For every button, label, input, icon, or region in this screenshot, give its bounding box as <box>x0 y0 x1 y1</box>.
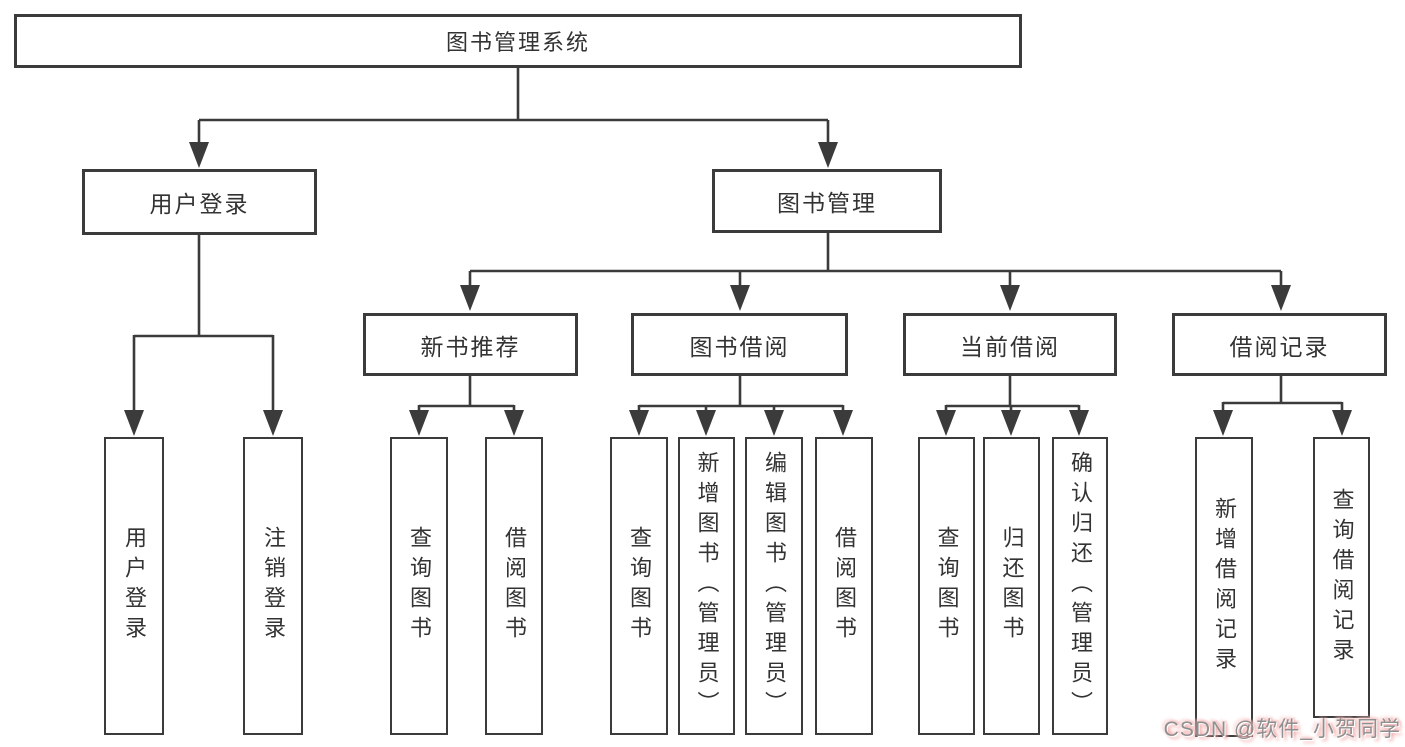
node-book-borrow-label: 图书借阅 <box>689 333 790 360</box>
leaf-borrow-query-book-label: 查询图书 <box>627 526 652 646</box>
node-user-login-label: 用户登录 <box>149 191 250 217</box>
node-book-mgmt: 图书管理 <box>712 169 942 233</box>
leaf-query-borrow-record: 查询借阅记录 <box>1313 437 1370 718</box>
arrowheads <box>124 142 1352 436</box>
connector-borrow-records <box>1221 376 1344 411</box>
connector-new-book-rec <box>417 376 516 412</box>
connector-current-borrow <box>944 376 1081 412</box>
connector-book-borrow <box>637 376 845 412</box>
leaf-borrow-book-label: 借阅图书 <box>832 526 857 646</box>
leaf-add-book-admin: 新增图书（管理员） <box>678 437 735 735</box>
leaf-confirm-return-admin: 确认归还（管理员） <box>1052 437 1108 735</box>
leaf-logout-label: 注销登录 <box>261 526 286 646</box>
leaf-rec-borrow-book: 借阅图书 <box>485 437 543 735</box>
leaf-borrow-query-book: 查询图书 <box>610 437 668 735</box>
leaf-user-login-label: 用户登录 <box>122 526 147 646</box>
node-current-borrow: 当前借阅 <box>903 313 1117 376</box>
node-new-book-rec: 新书推荐 <box>363 313 578 376</box>
leaf-rec-query-book: 查询图书 <box>390 437 448 735</box>
leaf-borrow-book: 借阅图书 <box>815 437 873 735</box>
leaf-rec-borrow-book-label: 借阅图书 <box>502 526 527 646</box>
node-book-borrow: 图书借阅 <box>631 313 848 376</box>
node-new-book-rec-label: 新书推荐 <box>420 333 521 360</box>
connector-root <box>197 68 830 143</box>
leaf-edit-book-admin: 编辑图书（管理员） <box>745 437 803 735</box>
node-borrow-records: 借阅记录 <box>1172 313 1387 376</box>
connector-user-login <box>132 235 275 411</box>
leaf-logout: 注销登录 <box>243 437 303 735</box>
node-borrow-records-label: 借阅记录 <box>1229 333 1330 360</box>
leaf-edit-book-admin-label: 编辑图书（管理员） <box>762 451 787 721</box>
leaf-add-book-admin-label: 新增图书（管理员） <box>694 451 720 721</box>
leaf-query-borrow-record-label: 查询借阅记录 <box>1329 487 1355 668</box>
leaf-add-borrow-record-label: 新增借阅记录 <box>1212 497 1237 677</box>
connector-book-mgmt <box>468 233 1283 287</box>
node-book-mgmt-label: 图书管理 <box>777 190 877 216</box>
leaf-return-book-label: 归还图书 <box>999 526 1025 646</box>
node-root-label: 图书管理系统 <box>445 30 590 55</box>
csdn-watermark: CSDN @软件_小贺同学 <box>1163 718 1401 741</box>
leaf-confirm-return-admin-label: 确认归还（管理员） <box>1068 451 1093 721</box>
node-user-login: 用户登录 <box>82 169 317 235</box>
leaf-return-book: 归还图书 <box>983 437 1040 735</box>
leaf-current-query-book-label: 查询图书 <box>934 526 960 646</box>
leaf-add-borrow-record: 新增借阅记录 <box>1195 437 1253 737</box>
leaf-current-query-book: 查询图书 <box>918 437 975 735</box>
leaf-user-login: 用户登录 <box>104 437 164 735</box>
node-root: 图书管理系统 <box>14 14 1022 68</box>
leaf-rec-query-book-label: 查询图书 <box>407 526 432 646</box>
node-current-borrow-label: 当前借阅 <box>960 333 1060 360</box>
